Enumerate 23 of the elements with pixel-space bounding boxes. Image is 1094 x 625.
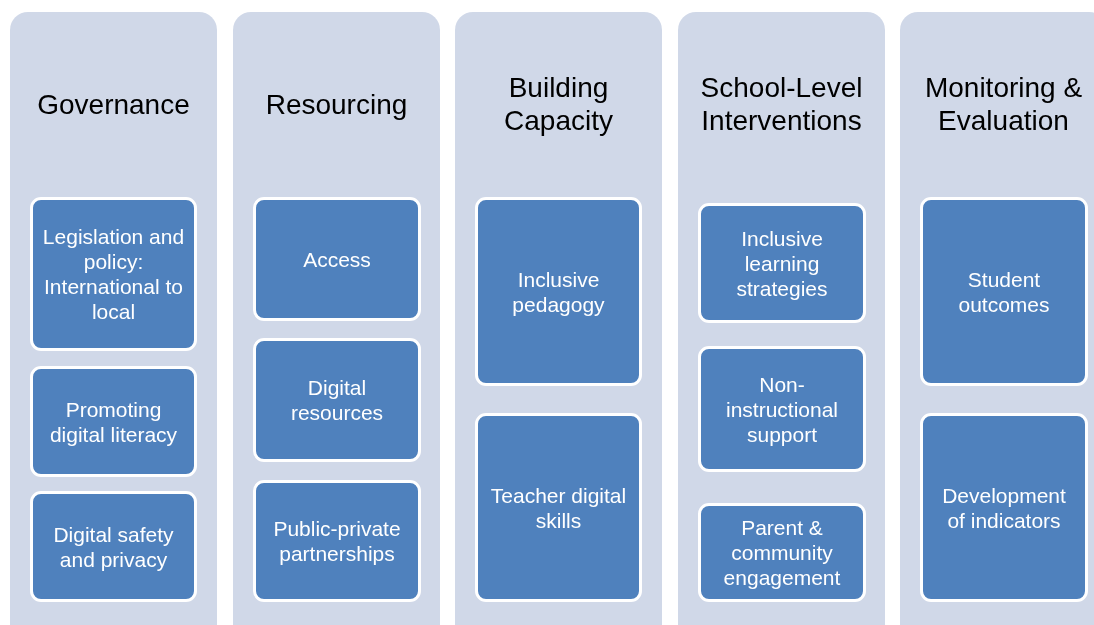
topic-box: Parent & community engagement bbox=[698, 503, 866, 602]
topic-box: Promoting digital literacy bbox=[30, 366, 197, 477]
category-column bbox=[678, 12, 885, 625]
topic-box: Non-instructional support bbox=[698, 346, 866, 472]
topic-box: Inclusive learning strategies bbox=[698, 203, 866, 323]
column-heading: Building Capacity bbox=[503, 71, 614, 137]
topic-box: Teacher digital skills bbox=[475, 413, 642, 602]
topic-box: Legislation and policy: International to local bbox=[30, 197, 197, 351]
topic-box: Access bbox=[253, 197, 421, 321]
topic-box: Public-private partnerships bbox=[253, 480, 421, 602]
topic-box: Inclusive pedagogy bbox=[475, 197, 642, 386]
category-column bbox=[10, 12, 217, 625]
category-column bbox=[233, 12, 440, 625]
topic-box: Digital resources bbox=[253, 338, 421, 462]
column-heading: Monitoring & Evaluation bbox=[923, 71, 1084, 137]
topic-box: Digital safety and privacy bbox=[30, 491, 197, 602]
column-heading: Governance bbox=[36, 87, 191, 121]
column-heading: Resourcing bbox=[264, 87, 409, 121]
topic-box: Student outcomes bbox=[920, 197, 1088, 386]
category-column bbox=[900, 12, 1094, 625]
topic-box: Development of indicators bbox=[920, 413, 1088, 602]
category-column bbox=[455, 12, 662, 625]
column-heading: School-Level Interventions bbox=[699, 71, 864, 137]
